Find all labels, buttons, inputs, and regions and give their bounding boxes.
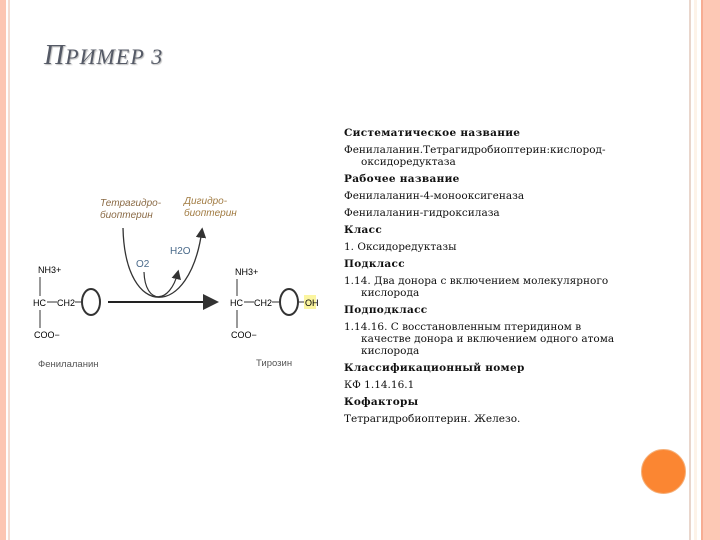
left-stripe [0,0,6,540]
benzene-ring [81,288,101,316]
info-heading: Классификационный номер [344,362,525,374]
cofactor-in-label-2: биоптерин [100,209,153,221]
product-ch2: CH2 [254,298,272,308]
product-hc: HC [230,298,243,308]
cofactor-in-label-1: Тетрагидро- [100,198,162,209]
info-heading: Рабочее название [344,173,460,185]
product-coo: COO− [231,330,257,340]
right-stripe [701,0,720,540]
info-text: Фенилаланин.Тетрагидробиоптерин:кислород… [344,144,606,168]
info-text: КФ 1.14.16.1 [344,379,415,391]
info-heading: Подкласс [344,258,405,270]
right-stripe-thin-2 [694,0,697,540]
oxygen-curve [143,269,181,298]
info-text: 1.14. Два донора с включением молекулярн… [344,275,609,299]
left-stripe-thin [8,0,10,540]
substrate-nh3: NH3+ [38,265,61,275]
substrate-hc: HC [33,298,46,308]
info-text: 1.14.16. С восстановленным птеридином в … [344,321,615,357]
benzene-ring [279,288,299,316]
info-heading: Класс [344,224,383,236]
substrate-name: Фенилаланин [38,359,99,370]
decorative-circle [641,449,686,494]
info-text: Фенилаланин-гидроксилаза [344,207,500,219]
product-nh3: NH3+ [235,267,258,277]
cofactor-out-label-2: биоптерин [184,207,237,219]
h2o-label: H2O [170,246,191,257]
substrate-ch2: CH2 [57,298,75,308]
slide-title: ПРИМЕР 3 [44,40,163,72]
info-text: Тетрагидробиоптерин. Железо. [344,413,521,425]
product-oh: OH [305,298,319,308]
reaction-diagram: Тетрагидро- биоптерин Дигидро- биоптерин… [33,196,319,370]
info-text: 1. Оксидоредуктазы [344,241,457,253]
title-rest: РИМЕР 3 [65,44,164,69]
right-stripe-thin [689,0,691,540]
info-heading: Подподкласс [344,304,428,316]
title-initial: П [44,40,66,71]
oh-highlight [304,295,316,309]
o2-label: O2 [136,259,150,270]
info-text: Фенилаланин-4-монооксигеназа [344,190,525,202]
product-name: Тирозин [256,358,292,369]
info-heading: Кофакторы [344,396,419,408]
info-heading: Систематическое название [344,127,521,139]
substrate-coo: COO− [34,330,60,340]
cofactor-out-label-1: Дигидро- [183,196,228,207]
cofactor-curve [122,227,207,298]
